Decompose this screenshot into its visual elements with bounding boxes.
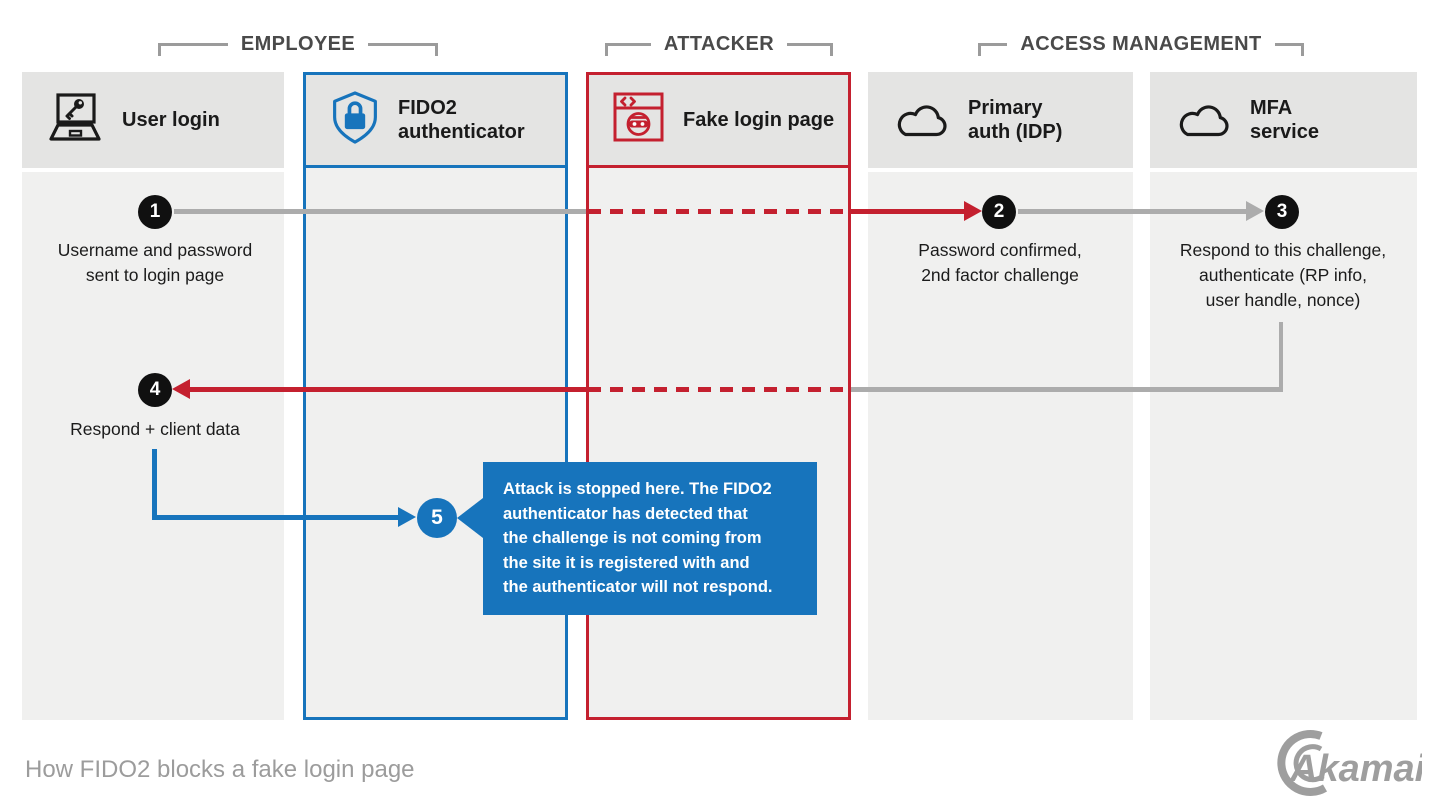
shield-lock-icon bbox=[330, 89, 380, 152]
step-number: 5 bbox=[431, 506, 443, 529]
arrowhead-to-step2 bbox=[964, 201, 982, 221]
step2-text: Password confirmed, 2nd factor challenge bbox=[918, 240, 1082, 285]
akamai-logo: Akamai bbox=[1266, 728, 1427, 803]
cloud-icon bbox=[1174, 97, 1232, 144]
lane-body-fake-login bbox=[589, 168, 848, 717]
step-number: 3 bbox=[1276, 201, 1288, 222]
flow-line-step4-dashed-red bbox=[588, 387, 850, 392]
bracket-line bbox=[158, 43, 228, 56]
akamai-logo-text: Akamai bbox=[1289, 748, 1422, 790]
lane-header-fake-login: Fake login page bbox=[589, 75, 848, 168]
attack-stopped-callout: Attack is stopped here. The FIDO2 authen… bbox=[483, 462, 817, 615]
bracket-line bbox=[368, 43, 438, 56]
flow-elbow-step3-vertical bbox=[1279, 322, 1283, 388]
laptop-key-icon bbox=[46, 92, 104, 149]
group-bracket-attacker: ATTACKER bbox=[605, 32, 834, 56]
bracket-line bbox=[787, 43, 834, 56]
lane-header-mfa: MFA service bbox=[1150, 72, 1417, 168]
bracket-line bbox=[1274, 43, 1305, 56]
flow-line-step5-blue bbox=[152, 515, 398, 520]
lane-title: Fake login page bbox=[683, 109, 835, 131]
lane-body-mfa bbox=[1150, 172, 1417, 720]
group-label-attacker: ATTACKER bbox=[663, 33, 775, 55]
lane-header-user-login: User login bbox=[22, 72, 284, 168]
step-number: 4 bbox=[149, 379, 161, 400]
bracket-line bbox=[605, 43, 651, 56]
flow-line-step4-red bbox=[190, 387, 586, 392]
lane-header-fido2: FIDO2 authenticator bbox=[306, 75, 565, 168]
flow-line-step1-dashed-red bbox=[588, 209, 850, 214]
step-circle-4: 4 bbox=[138, 373, 172, 407]
step-number: 2 bbox=[993, 201, 1005, 222]
lane-fido2-authenticator: FIDO2 authenticator bbox=[303, 72, 568, 720]
group-label-access-management: ACCESS MANAGEMENT bbox=[1020, 33, 1262, 55]
fake-page-icon bbox=[613, 92, 665, 149]
lane-user-login: User login bbox=[22, 72, 284, 720]
step1-text: Username and password sent to login page bbox=[57, 240, 253, 285]
cloud-icon bbox=[892, 97, 950, 144]
flow-line-step1-red bbox=[851, 209, 965, 214]
step-circle-5: 5 bbox=[417, 498, 457, 538]
lane-title: User login bbox=[122, 109, 220, 131]
lane-title: MFA service bbox=[1250, 97, 1319, 143]
lane-body-fido2 bbox=[306, 168, 565, 717]
step3-text: Respond to this challenge, authenticate … bbox=[1179, 240, 1387, 310]
flow-elbow-step5-vertical bbox=[152, 449, 157, 518]
lane-body-primary-auth bbox=[868, 172, 1133, 720]
group-bracket-employee: EMPLOYEE bbox=[158, 32, 438, 56]
step-circle-1: 1 bbox=[138, 195, 172, 229]
lane-header-primary-auth: Primary auth (IDP) bbox=[868, 72, 1133, 168]
step4-text: Respond + client data bbox=[70, 419, 240, 439]
group-bracket-access-management: ACCESS MANAGEMENT bbox=[978, 32, 1305, 56]
callout-tail bbox=[457, 498, 483, 538]
lane-primary-auth: Primary auth (IDP) bbox=[868, 72, 1133, 720]
arrowhead-to-step5 bbox=[398, 507, 416, 527]
flow-line-step1-gray bbox=[174, 209, 586, 214]
arrowhead-to-step4 bbox=[172, 379, 190, 399]
bracket-line bbox=[978, 43, 1008, 56]
group-label-employee: EMPLOYEE bbox=[240, 33, 356, 55]
lane-fake-login-page: Fake login page bbox=[586, 72, 851, 720]
lane-body-user-login bbox=[22, 172, 284, 720]
diagram-caption: How FIDO2 blocks a fake login page bbox=[25, 756, 415, 783]
step-circle-3: 3 bbox=[1265, 195, 1299, 229]
step-circle-2: 2 bbox=[982, 195, 1016, 229]
flow-line-step4-gray bbox=[851, 387, 1283, 392]
lane-title: Primary auth (IDP) bbox=[968, 97, 1063, 143]
lane-mfa-service: MFA service bbox=[1150, 72, 1417, 720]
flow-line-step2-to-3 bbox=[1018, 209, 1246, 214]
arrowhead-to-step3 bbox=[1246, 201, 1264, 221]
lane-title: FIDO2 authenticator bbox=[398, 97, 525, 143]
step-number: 1 bbox=[149, 201, 161, 222]
